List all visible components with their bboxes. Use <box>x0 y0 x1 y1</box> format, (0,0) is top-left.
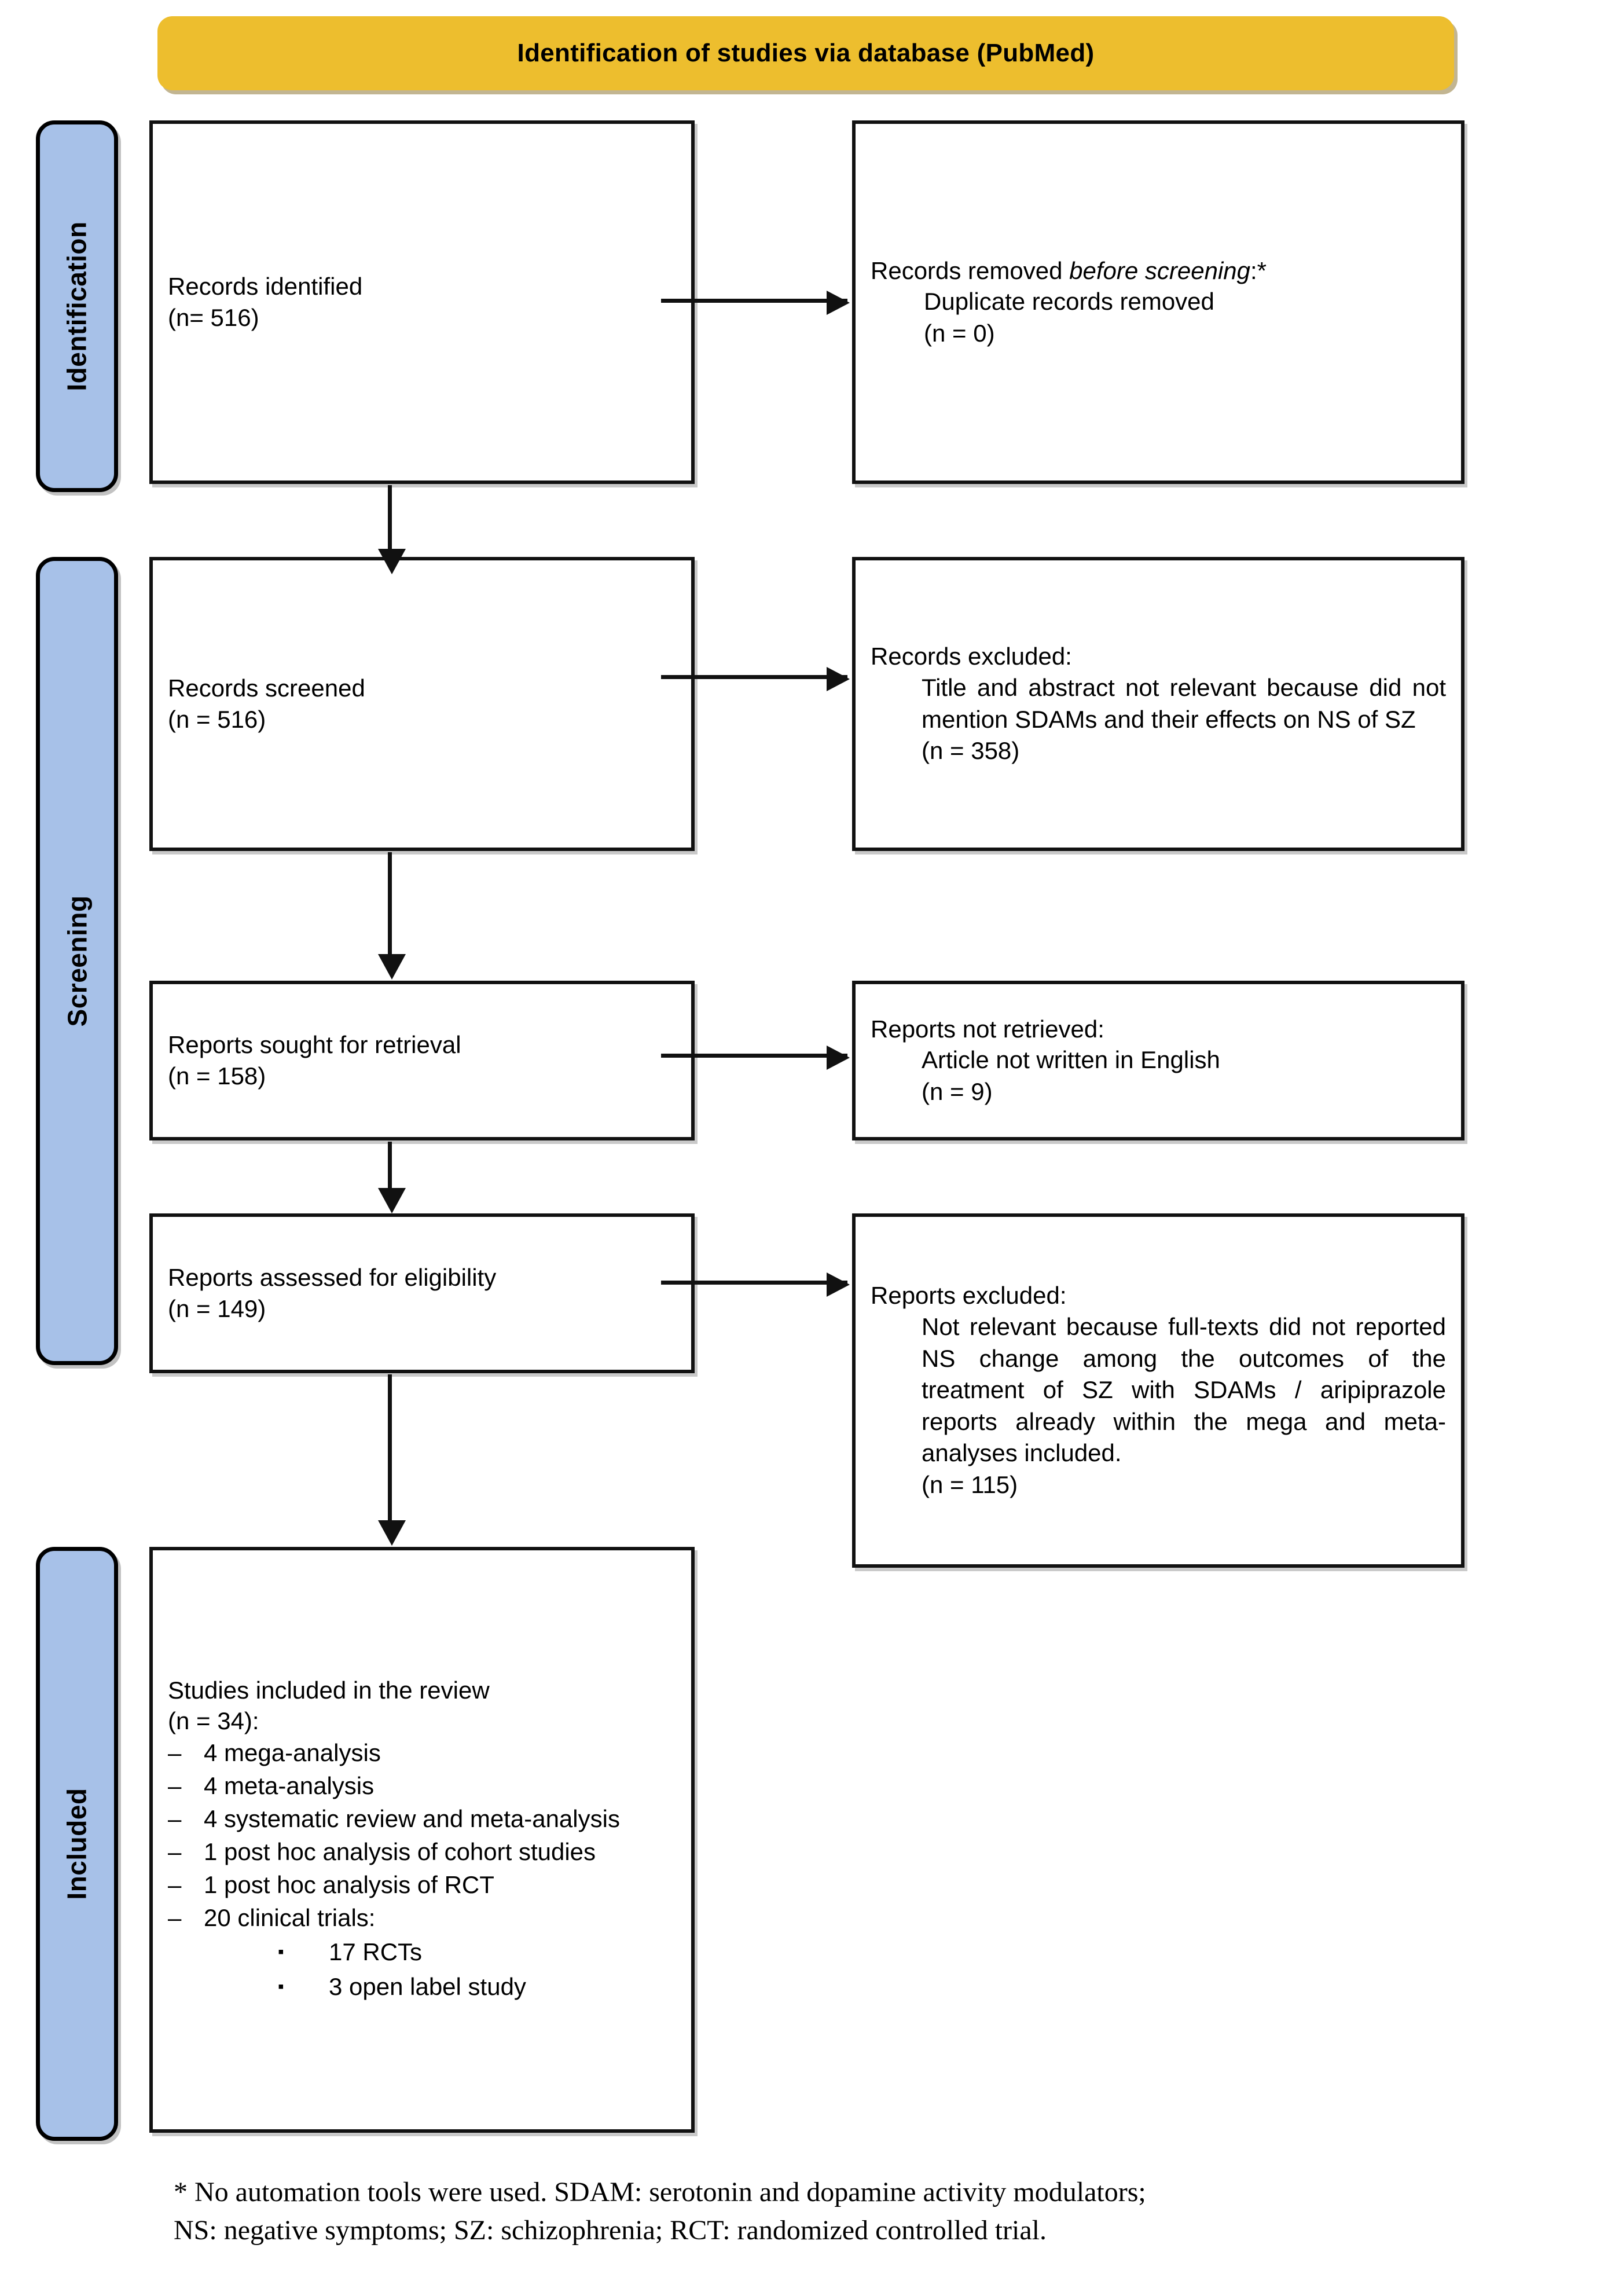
stage-label-identification: Identification <box>36 120 118 492</box>
dash-bullet-icon: – <box>168 1870 182 1898</box>
square-bullet-icon: ▪ <box>278 1977 284 1997</box>
duplicate-records-removed-count: (n = 0) <box>924 319 995 347</box>
list-item: ▪ 3 open label study <box>278 1969 676 2005</box>
box-reports-assessed: Reports assessed for eligibility (n = 14… <box>149 1213 695 1373</box>
records-identified-count: (n= 516) <box>168 304 259 331</box>
footnote-line-1: * No automation tools were used. SDAM: s… <box>174 2177 1146 2207</box>
reports-not-retrieved-count: (n = 9) <box>922 1077 993 1105</box>
records-identified-label: Records identified <box>168 273 363 300</box>
arrow-identified-to-removed-icon <box>661 291 850 315</box>
stage-screening-text: Screening <box>62 895 93 1027</box>
dash-bullet-icon: – <box>168 1739 182 1767</box>
records-excluded-count: (n = 358) <box>922 737 1020 765</box>
arrow-identified-to-screened-icon <box>378 485 406 574</box>
records-screened-count: (n = 516) <box>168 706 266 733</box>
list-item: –4 mega-analysis <box>168 1737 676 1770</box>
list-item-label: 1 post hoc analysis of cohort studies <box>204 1837 596 1865</box>
list-item: –1 post hoc analysis of RCT <box>168 1869 676 1902</box>
footnote-line-2: NS: negative symptoms; SZ: schizophrenia… <box>174 2215 1047 2246</box>
box-records-screened: Records screened (n = 516) <box>149 557 695 851</box>
arrow-screened-to-sought-icon <box>378 852 406 980</box>
list-item-label: 4 meta-analysis <box>204 1772 375 1800</box>
box-reports-not-retrieved: Reports not retrieved: Article not writt… <box>852 981 1464 1140</box>
list-item: –4 meta-analysis <box>168 1770 676 1803</box>
list-item-label: 1 post hoc analysis of RCT <box>204 1870 494 1898</box>
box-studies-included: Studies included in the review (n = 34):… <box>149 1547 695 2133</box>
box-records-excluded: Records excluded: Title and abstract not… <box>852 557 1464 851</box>
dash-bullet-icon: – <box>168 1772 182 1800</box>
stage-label-included: Included <box>36 1547 118 2141</box>
dash-bullet-icon: – <box>168 1903 182 1931</box>
arrow-sought-to-assessed-icon <box>378 1142 406 1213</box>
list-item: ▪ 17 RCTs <box>278 1935 676 1970</box>
duplicate-records-removed-text: Duplicate records removed <box>924 288 1214 316</box>
clinical-trials-sublist: ▪ 17 RCTs ▪ 3 open label study <box>168 1935 676 2005</box>
list-item-label: 4 mega-analysis <box>204 1739 381 1767</box>
studies-included-count: (n = 34): <box>168 1707 259 1735</box>
studies-included-label: Studies included in the review <box>168 1676 490 1704</box>
list-item: –20 clinical trials: <box>168 1902 676 1935</box>
reports-assessed-count: (n = 149) <box>168 1295 266 1322</box>
arrow-assessed-to-excluded-icon <box>661 1272 850 1297</box>
list-item: –1 post hoc analysis of cohort studies <box>168 1836 676 1869</box>
records-screened-label: Records screened <box>168 674 365 702</box>
reports-excluded-heading: Reports excluded: <box>871 1282 1067 1310</box>
dash-bullet-icon: – <box>168 1837 182 1865</box>
box-records-identified: Records identified (n= 516) <box>149 120 695 484</box>
stage-label-screening: Screening <box>36 557 118 1365</box>
box-reports-sought: Reports sought for retrieval (n = 158) <box>149 981 695 1140</box>
records-removed-italic: before screening <box>1069 256 1251 284</box>
stage-included-text: Included <box>62 1788 92 1900</box>
reports-not-retrieved-reason: Article not written in English <box>922 1046 1220 1074</box>
list-item-label: 4 systematic review and meta-analysis <box>204 1804 620 1832</box>
arrow-screened-to-excluded-icon <box>661 667 850 691</box>
dash-bullet-icon: – <box>168 1804 182 1832</box>
records-removed-suffix: :* <box>1250 256 1267 284</box>
box-reports-excluded: Reports excluded: Not relevant because f… <box>852 1213 1464 1568</box>
records-excluded-heading: Records excluded: <box>871 643 1072 670</box>
banner-title: Identification of studies via database (… <box>517 39 1095 67</box>
stage-identification-text: Identification <box>62 221 93 391</box>
studies-included-list: –4 mega-analysis –4 meta-analysis –4 sys… <box>168 1737 676 1934</box>
reports-not-retrieved-heading: Reports not retrieved: <box>871 1015 1104 1043</box>
records-excluded-reason: Title and abstract not relevant because … <box>922 673 1446 733</box>
footnote: * No automation tools were used. SDAM: s… <box>174 2173 1563 2250</box>
reports-excluded-count: (n = 115) <box>922 1471 1018 1499</box>
banner-identification-header: Identification of studies via database (… <box>157 16 1454 90</box>
reports-assessed-label: Reports assessed for eligibility <box>168 1264 497 1292</box>
list-item: –4 systematic review and meta-analysis <box>168 1803 676 1836</box>
records-removed-heading: Records removed before screening:* <box>871 255 1446 287</box>
list-item-label: 17 RCTs <box>329 1938 423 1965</box>
reports-excluded-reason: Not relevant because full-texts did not … <box>922 1313 1446 1467</box>
box-records-removed: Records removed before screening:* Dupli… <box>852 120 1464 484</box>
list-item-label: 20 clinical trials: <box>204 1903 376 1931</box>
arrow-assessed-to-included-icon <box>378 1374 406 1546</box>
list-item-label: 3 open label study <box>329 1973 526 2001</box>
reports-sought-label: Reports sought for retrieval <box>168 1031 461 1059</box>
square-bullet-icon: ▪ <box>278 1942 284 1961</box>
records-removed-prefix: Records removed <box>871 256 1070 284</box>
arrow-sought-to-not-retrieved-icon <box>661 1046 850 1070</box>
reports-sought-count: (n = 158) <box>168 1062 266 1090</box>
